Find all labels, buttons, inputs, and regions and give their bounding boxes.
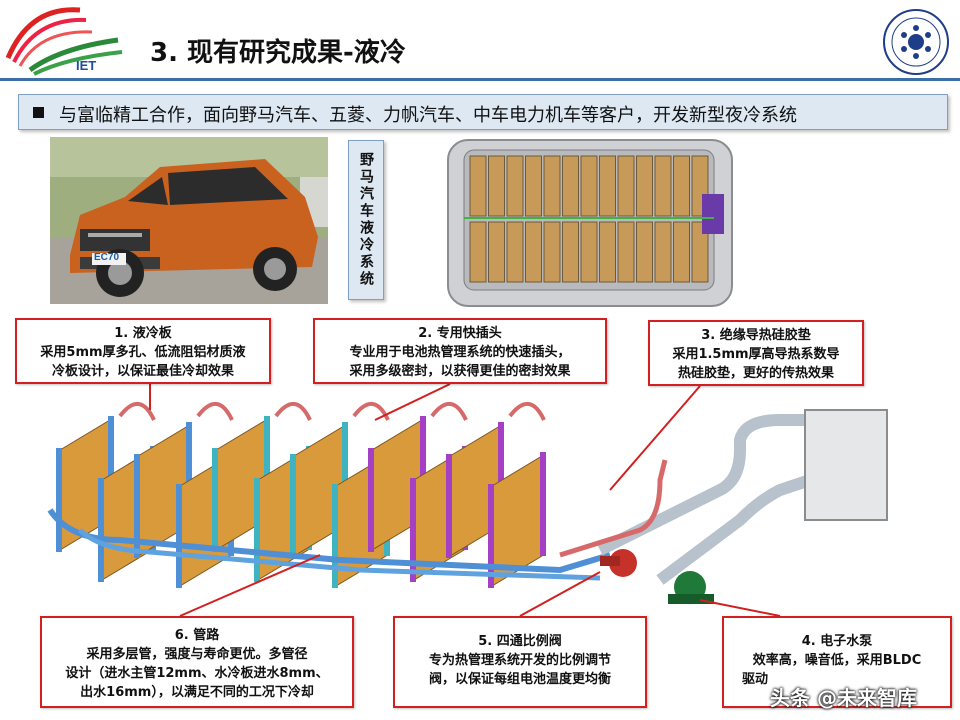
- iet-logo-graphic: [5, 7, 123, 76]
- plate-manifold: [134, 454, 140, 558]
- battery-cell: [543, 221, 561, 283]
- header-divider: [0, 78, 960, 81]
- callout-piping: 6. 管路 采用多层管，强度与寿命更优。多管径 设计（进水主管12mm、水冷板进…: [40, 616, 354, 708]
- callout-line: 出水16mm），以满足不同的工况下冷却: [80, 685, 314, 700]
- battery-cell: [562, 155, 579, 217]
- watermark: 头条 @未来智库: [770, 686, 917, 710]
- plate-manifold: [498, 422, 504, 526]
- plate-manifold: [368, 448, 374, 552]
- callout-line: 热硅胶垫，更好的传热效果: [677, 366, 834, 381]
- battery-cell: [654, 221, 672, 283]
- plate-manifold: [254, 478, 260, 582]
- callout-title: 2. 专用快插头: [418, 326, 502, 341]
- plate-manifold: [212, 448, 218, 552]
- plate-manifold: [342, 422, 348, 526]
- cooling-system-graphic: [47, 402, 888, 604]
- callout-line: 阀，以保证每组电池温度更均衡: [428, 672, 611, 687]
- hose-loop: [508, 402, 546, 421]
- battery-pack-graphic: [447, 139, 733, 307]
- callout-cold-plate: 1. 液冷板 采用5mm厚多孔、低流阻铝材质液 冷板设计，以保证最佳冷却效果: [15, 318, 271, 384]
- callout-proportional-valve: 5. 四通比例阀 专为热管理系统开发的比例调节 阀，以保证每组电池温度更均衡: [393, 616, 647, 708]
- plate-manifold: [540, 452, 546, 556]
- battery-cell: [488, 155, 505, 217]
- cooling-system-diagram: [40, 380, 900, 610]
- battery-cell: [525, 221, 542, 283]
- battery-cell: [599, 155, 616, 217]
- battery-cell: [599, 221, 616, 283]
- battery-pack-diagram: [440, 134, 740, 314]
- callout-thermal-pad: 3. 绝缘导热硅胶垫 采用1.5mm厚高导热系数导 热硅胶垫，更好的传热效果: [648, 320, 864, 386]
- battery-cell: [525, 155, 542, 217]
- car-illustration: [50, 137, 328, 304]
- plate-manifold: [420, 416, 426, 520]
- battery-cell: [691, 221, 709, 283]
- battery-cell: [506, 155, 524, 217]
- iet-logo: IET: [0, 0, 130, 78]
- battery-cell: [469, 155, 487, 217]
- battery-cell: [654, 155, 672, 217]
- hose-loop: [196, 402, 234, 421]
- page-title: 3. 现有研究成果-液冷: [150, 38, 406, 68]
- hose-loop: [118, 402, 156, 421]
- bullet-text: 与富临精工合作，面向野马汽车、五菱、力帆汽车、中车电力机车等客户，开发新型夜冷系…: [59, 105, 797, 126]
- callout-title: 1. 液冷板: [114, 326, 172, 341]
- plate-manifold: [176, 484, 182, 588]
- callout-line: 采用5mm厚多孔、低流阻铝材质液: [40, 345, 246, 360]
- battery-cell: [617, 221, 635, 283]
- car-photo: EC70: [50, 137, 328, 304]
- callout-title: 5. 四通比例阀: [478, 634, 562, 649]
- battery-cell: [469, 221, 487, 283]
- cas-seal-icon: [883, 9, 949, 75]
- battery-cell: [580, 155, 598, 217]
- plate-manifold: [186, 422, 192, 526]
- bullet-banner: 与富临精工合作，面向野马汽车、五菱、力帆汽车、中车电力机车等客户，开发新型夜冷系…: [18, 94, 948, 130]
- battery-cell: [506, 221, 524, 283]
- license-plate: EC70: [94, 252, 120, 263]
- callout-line: 专业用于电池热管理系统的快速插头，: [349, 345, 571, 360]
- battery-cell: [488, 221, 505, 283]
- callout-water-pump: 4. 电子水泵 效率高，噪音低，采用BLDC 驱动: [722, 616, 952, 708]
- battery-cell: [562, 221, 579, 283]
- battery-cell: [543, 155, 561, 217]
- hose-loop: [274, 402, 312, 421]
- callout-line: 采用多层管，强度与寿命更优。多管径: [86, 647, 308, 662]
- callout-line: 专为热管理系统开发的比例调节: [428, 653, 611, 668]
- battery-cell: [673, 155, 690, 217]
- callout-title: 6. 管路: [174, 628, 220, 643]
- cas-seal: [882, 8, 950, 76]
- callout-quick-connector: 2. 专用快插头 专业用于电池热管理系统的快速插头， 采用多级密封，以获得更佳的…: [313, 318, 607, 384]
- plate-manifold: [98, 478, 104, 582]
- battery-cell: [636, 221, 653, 283]
- plate-manifold: [410, 478, 416, 582]
- callout-title: 3. 绝缘导热硅胶垫: [701, 328, 811, 343]
- battery-cell: [673, 221, 690, 283]
- hose-loop: [352, 402, 390, 421]
- battery-cell: [617, 155, 635, 217]
- side-label: 野马汽车液冷系统: [348, 140, 384, 300]
- battery-cell: [580, 221, 598, 283]
- callout-line: 设计（进水主管12mm、水冷板进水8mm、: [65, 666, 329, 681]
- callout-line: 冷板设计，以保证最佳冷却效果: [51, 364, 234, 379]
- plate-manifold: [332, 484, 338, 588]
- plate-manifold: [264, 416, 270, 520]
- plate-manifold: [108, 416, 114, 520]
- callout-line: 驱动: [742, 672, 769, 687]
- callout-line: 采用1.5mm厚高导热系数导: [672, 347, 840, 362]
- plate-manifold: [446, 454, 452, 558]
- callout-title: 4. 电子水泵: [801, 634, 873, 649]
- battery-cell: [636, 155, 653, 217]
- logo-text: IET: [76, 58, 97, 73]
- plate-manifold: [488, 484, 494, 588]
- callout-line: 效率高，噪音低，采用BLDC: [752, 653, 922, 668]
- callout-line: 采用多级密封，以获得更佳的密封效果: [349, 364, 571, 379]
- bullet-square-icon: [33, 107, 44, 118]
- plate-manifold: [290, 454, 296, 558]
- plate-manifold: [56, 448, 62, 552]
- hose-loop: [430, 402, 468, 421]
